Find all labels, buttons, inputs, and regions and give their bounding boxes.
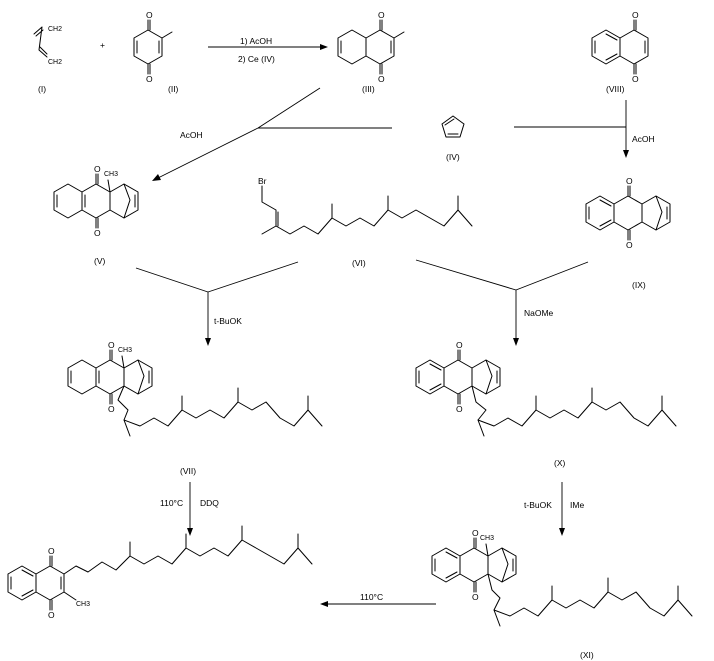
compound-label-I: (I)	[38, 84, 46, 94]
ch2-label: CH2	[48, 26, 62, 33]
arrowhead	[513, 338, 519, 346]
ch3-label: CH3	[104, 171, 118, 178]
oxygen-label: O	[632, 74, 639, 84]
oxygen-label: O	[626, 176, 633, 186]
oxygen-label: O	[94, 164, 101, 174]
compound-VI-bromide: Br (VI)	[258, 176, 473, 268]
oxygen-label: O	[472, 592, 479, 602]
compound-label-VIII: (VIII)	[606, 84, 625, 94]
compound-XI: O O CH3 (XI)	[431, 528, 693, 660]
reagent-tbuok-right: t-BuOK	[524, 500, 552, 510]
arrow-line	[257, 87, 321, 129]
reagent-heat-left: 110°C	[160, 498, 183, 508]
compound-IX: O O (IX)	[585, 176, 671, 290]
reagent-tbuok-left: t-BuOK	[214, 316, 242, 326]
ch3-label: CH3	[480, 535, 494, 542]
oxygen-label: O	[48, 546, 55, 556]
arrow-line	[135, 267, 209, 293]
oxygen-label: O	[146, 74, 153, 84]
compound-label-VI: (VI)	[352, 258, 366, 268]
compound-I-butadiene: CH2 CH2 (I)	[33, 26, 62, 94]
compound-V: O O CH3 (V)	[53, 164, 139, 266]
arrowhead	[320, 601, 328, 607]
arrowhead	[187, 528, 193, 536]
compound-IV-cyclopentadiene: (IV)	[441, 115, 465, 162]
compound-III: O O (III)	[337, 10, 405, 94]
reagent-acoh-left: AcOH	[180, 130, 203, 140]
compound-VII: O O CH3 (VII)	[67, 340, 323, 476]
compound-X: O O (X)	[415, 340, 677, 468]
compound-final-product: O O CH3	[7, 525, 313, 620]
arrow-line	[515, 261, 589, 291]
reagent-ddq: DDQ	[200, 498, 219, 508]
ch2-label: CH2	[48, 59, 62, 66]
oxygen-label: O	[378, 74, 385, 84]
reagent-ceiv: 2) Ce (IV)	[238, 54, 275, 64]
arrowhead	[152, 174, 161, 181]
ch3-label: CH3	[76, 601, 90, 608]
plus-sign: +	[100, 40, 105, 50]
oxygen-label: O	[378, 10, 385, 20]
arrow-line	[207, 261, 299, 293]
compound-label-IV: (IV)	[446, 152, 460, 162]
arrow-line	[415, 259, 517, 291]
oxygen-label: O	[456, 404, 463, 414]
compound-label-IX: (IX)	[632, 280, 646, 290]
oxygen-label: O	[48, 610, 55, 620]
oxygen-label: O	[472, 528, 479, 538]
compound-label-X: (X)	[554, 458, 566, 468]
compound-label-II: (II)	[168, 84, 179, 94]
reagent-acoh-right: AcOH	[632, 134, 655, 144]
oxygen-label: O	[108, 340, 115, 350]
arrowhead	[623, 150, 629, 158]
arrowhead	[320, 44, 328, 50]
arrow-to-V	[157, 127, 259, 179]
arrowhead	[205, 338, 211, 346]
oxygen-label: O	[456, 340, 463, 350]
arrowhead	[559, 528, 565, 536]
oxygen-label: O	[626, 240, 633, 250]
compound-II-toluquinone: O O (II)	[133, 10, 179, 94]
oxygen-label: O	[94, 228, 101, 238]
compound-label-V: (V)	[94, 256, 106, 266]
reagent-heat-bottom: 110°C	[360, 592, 383, 602]
oxygen-label: O	[108, 404, 115, 414]
compound-label-XI: (XI)	[580, 650, 594, 660]
bromine-label: Br	[258, 176, 267, 186]
oxygen-label: O	[632, 10, 639, 20]
compound-label-III: (III)	[362, 84, 375, 94]
ch3-label: CH3	[118, 347, 132, 354]
reagent-acoh: 1) AcOH	[240, 36, 272, 46]
reagent-mei: IMe	[570, 500, 584, 510]
compound-VIII: O O (VIII)	[591, 10, 649, 94]
oxygen-label: O	[146, 10, 153, 20]
reagent-naome: NaOMe	[524, 308, 554, 318]
compound-label-VII: (VII)	[180, 466, 196, 476]
